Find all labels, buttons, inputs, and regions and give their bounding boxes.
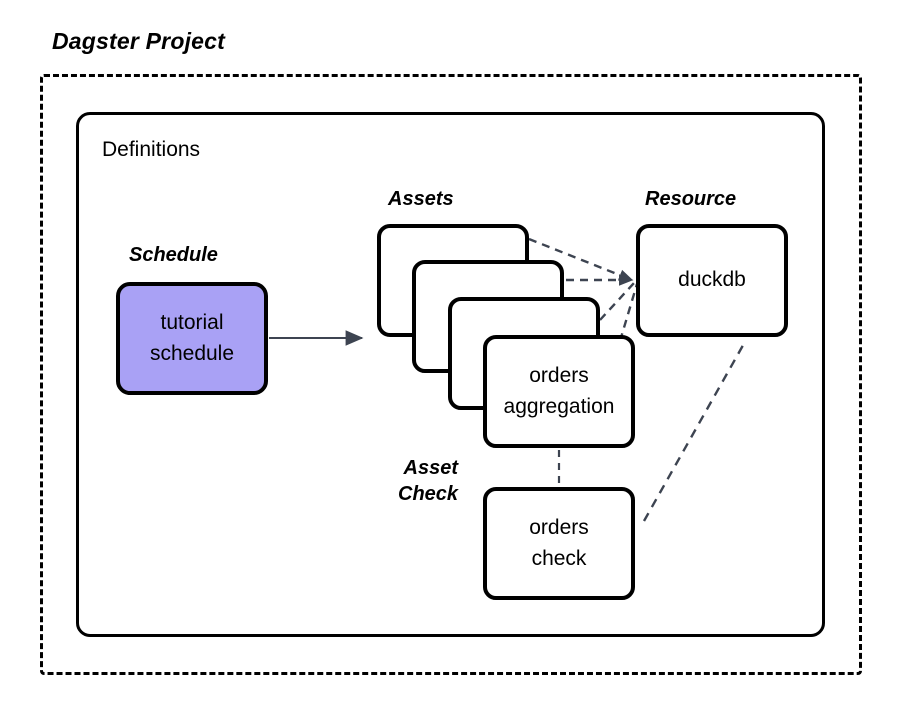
resource-node-line1: duckdb: [678, 268, 746, 292]
schedule-node-line2: schedule: [149, 341, 235, 365]
project-boundary: [40, 74, 862, 675]
asset-check-node-line2: check: [531, 546, 587, 570]
asset-card-orders-aggregation-line1: orders: [529, 364, 589, 388]
caption-resource: Resource: [645, 188, 737, 210]
caption-schedule: Schedule: [129, 244, 218, 266]
caption-asset-check: Asset Check: [398, 456, 458, 507]
project-title: Dagster Project: [52, 28, 226, 54]
caption-asset-check-line1: Asset: [403, 457, 459, 479]
asset-check-node-orders-check[interactable]: orders check: [483, 487, 635, 600]
schedule-node-line1: tutorial: [160, 311, 224, 335]
caption-assets: Assets: [388, 188, 454, 210]
asset-card-orders-aggregation-line2: aggregation: [503, 394, 615, 418]
resource-node-duckdb[interactable]: duckdb: [636, 224, 788, 337]
definitions-container: [76, 112, 825, 637]
asset-check-node-line1: orders: [529, 516, 589, 540]
schedule-node-tutorial-schedule[interactable]: tutorial schedule: [116, 282, 268, 395]
caption-asset-check-line2: Check: [398, 482, 459, 505]
definitions-label: Definitions: [102, 138, 201, 161]
asset-card-orders-aggregation[interactable]: orders aggregation: [483, 335, 635, 448]
